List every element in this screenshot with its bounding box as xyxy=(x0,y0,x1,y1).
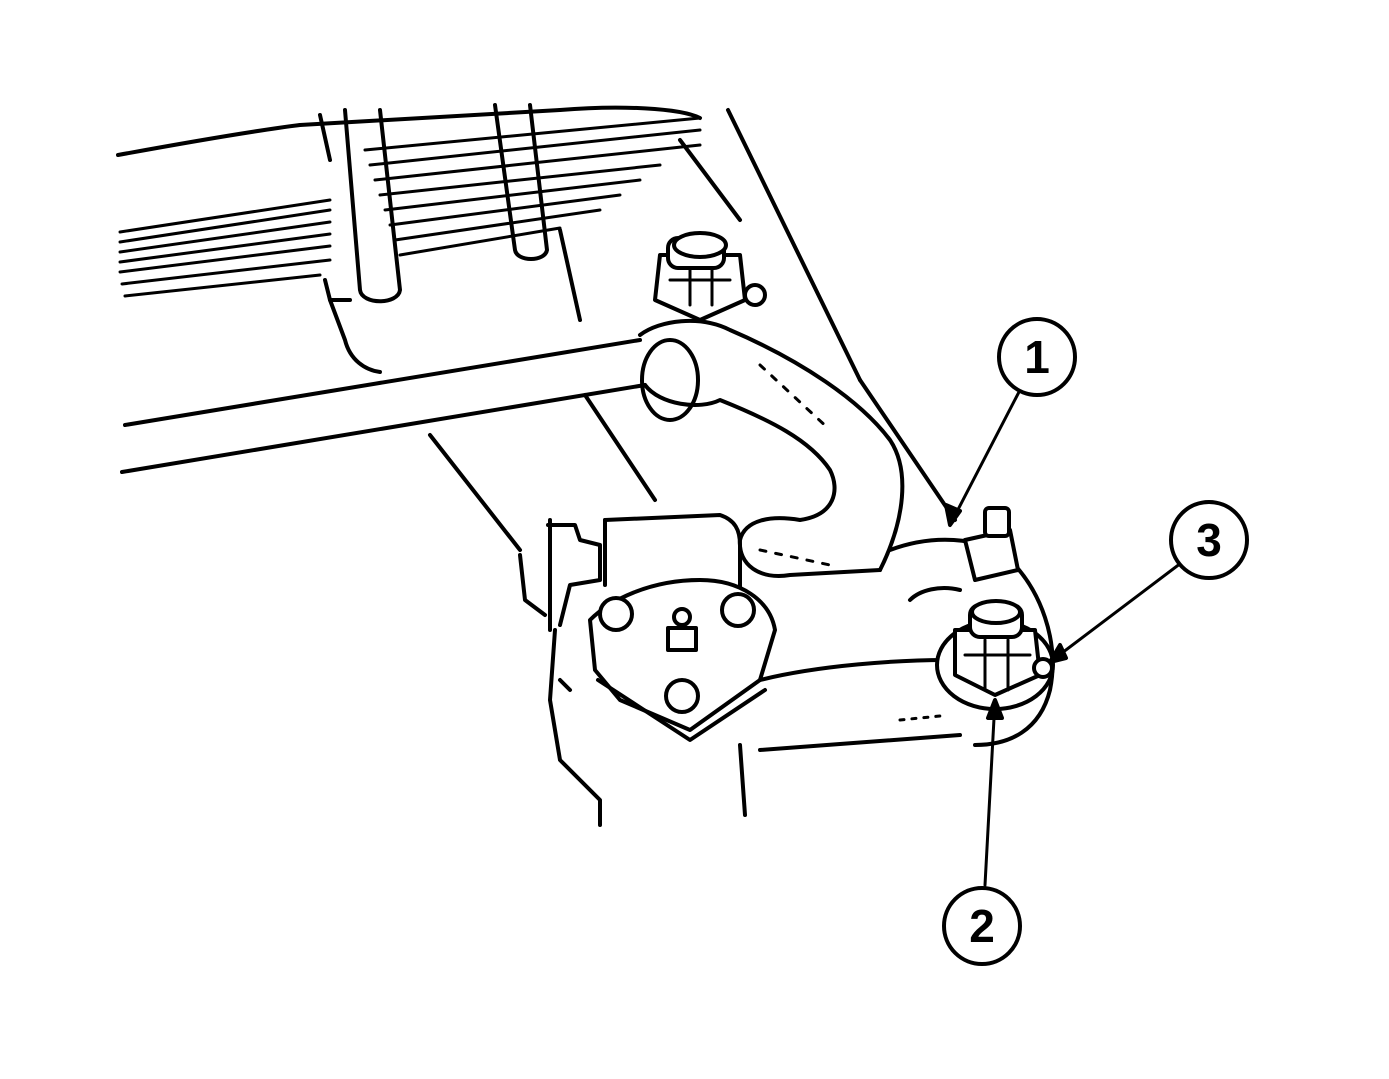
lower-arm xyxy=(758,537,1055,752)
upper-castle-nut xyxy=(653,231,767,322)
left-clamp xyxy=(518,518,747,827)
steering-arm xyxy=(638,318,905,578)
callout-1-label: 1 xyxy=(1024,331,1050,383)
u-bolts xyxy=(318,103,549,304)
lower-castle-nut xyxy=(935,599,1055,711)
callout-3: 3 xyxy=(1169,500,1249,580)
callout-3-label: 3 xyxy=(1196,514,1222,566)
axle-housing xyxy=(323,108,957,552)
leader-lines xyxy=(944,388,1187,887)
leaf-spring xyxy=(116,105,702,298)
knuckle-plate xyxy=(588,513,777,742)
callout-2-label: 2 xyxy=(969,900,995,952)
tie-rod xyxy=(120,338,647,474)
callout-2: 2 xyxy=(942,886,1022,966)
callout-1: 1 xyxy=(997,317,1077,397)
grease-fitting xyxy=(963,506,1020,582)
